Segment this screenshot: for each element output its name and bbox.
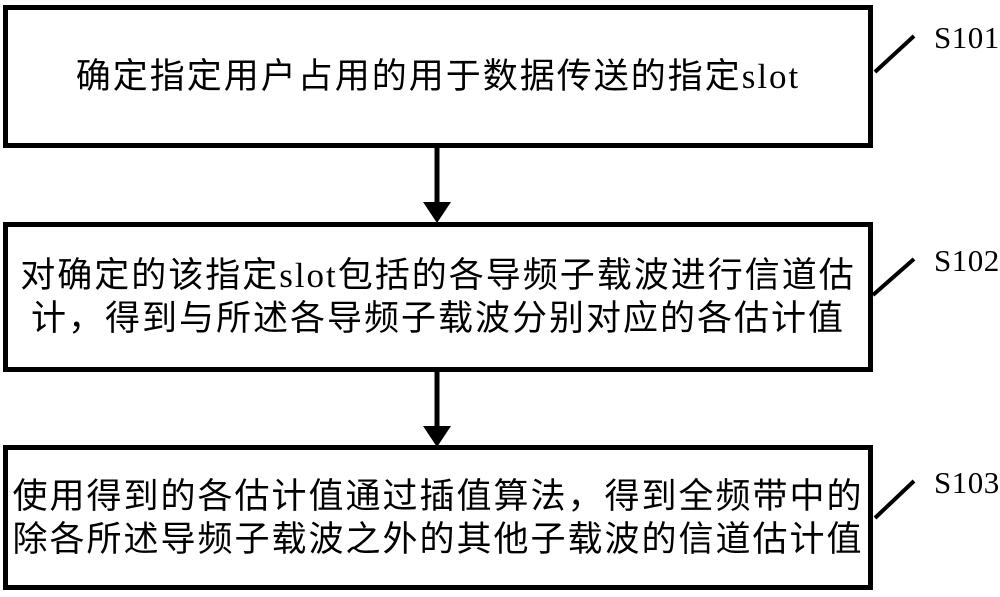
step-label-s103: S103	[934, 465, 1000, 500]
step-s101-text-line-1: 确定指定用户占用的用于数据传送的指定slot	[75, 57, 801, 96]
step-s102-text-line-1: 对确定的该指定slot包括的各导频子载波进行信道估	[20, 256, 856, 295]
down-arrow-s101-s102	[423, 148, 451, 223]
step-s103-text-line-2: 除各所述导频子载波之外的其他子载波的信道估计值	[12, 519, 864, 559]
arrowhead-icon	[423, 202, 451, 223]
step-s103-text-line-1: 使用得到的各估计值通过插值算法，得到全频带中的	[12, 476, 864, 516]
leader-line-s102	[871, 257, 916, 297]
step-s102-text-line-2: 计，得到与所述各导频子载波分别对应的各估计值	[30, 299, 845, 338]
arrowhead-icon	[423, 426, 451, 447]
flow-step-box-s102: 对确定的该指定slot包括的各导频子载波进行信道估 计，得到与所述各导频子载波分…	[3, 222, 873, 372]
flow-step-box-s103: 使用得到的各估计值通过插值算法，得到全频带中的 除各所述导频子载波之外的其他子载…	[3, 445, 873, 590]
leader-line-s101	[873, 34, 916, 74]
leader-line-s103	[873, 479, 916, 520]
step-label-s102: S102	[934, 243, 1000, 278]
step-label-s101: S101	[934, 20, 1000, 55]
down-arrow-s102-s103	[423, 372, 451, 447]
flow-step-box-s101: 确定指定用户占用的用于数据传送的指定slot	[3, 5, 873, 148]
